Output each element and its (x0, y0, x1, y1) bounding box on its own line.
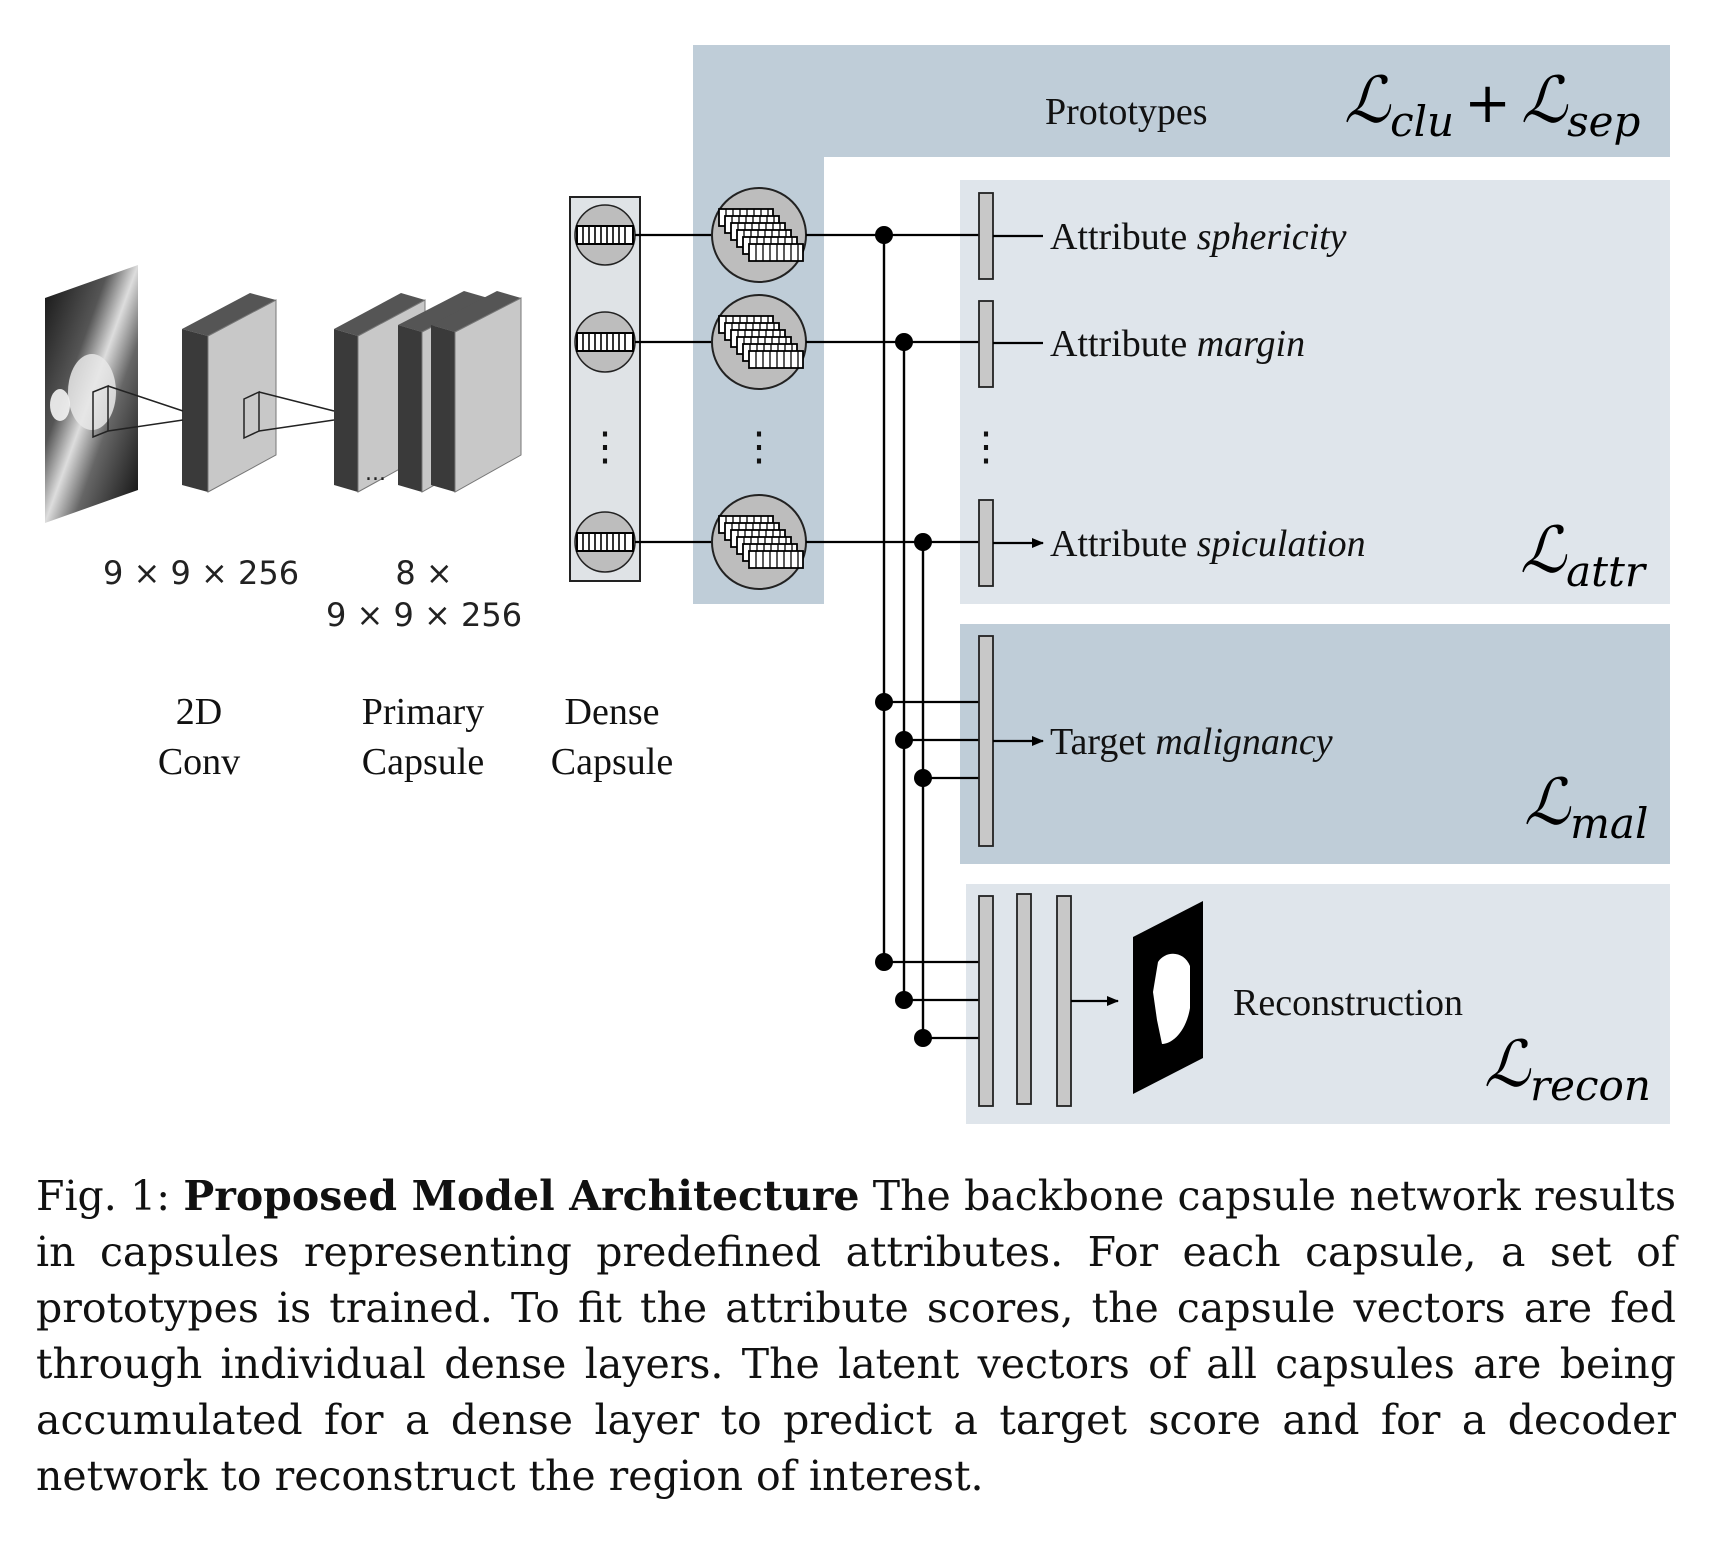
capsule-connectors (635, 233, 713, 544)
primary-dims-line1: 8 × (395, 554, 452, 592)
decoder-feeds (884, 960, 979, 1040)
primary-ellipsis: ... (365, 461, 386, 486)
attribute-panel (960, 180, 1670, 604)
dense-name-line2: Capsule (551, 741, 673, 783)
attribute-margin-label: Attribute margin (1050, 323, 1305, 365)
prototype-vdots: ⋮ (739, 424, 779, 469)
prototypes-label: Prototypes (1045, 91, 1208, 133)
caption-prefix: Fig. 1: (36, 1172, 184, 1220)
target-malignancy-label: Target malignancy (1050, 721, 1333, 763)
primary-name-line2: Capsule (362, 741, 484, 783)
target-feeds (884, 700, 979, 780)
conv-name-line2: Conv (158, 741, 240, 783)
conv-name-line1: 2D (176, 691, 222, 733)
bus-lines (882, 235, 925, 1038)
reconstruction-image (1133, 901, 1203, 1094)
prototype-stacks: ⋮ (712, 188, 806, 589)
target-dense-layer (978, 635, 994, 847)
decoder-layers (978, 893, 1072, 1107)
attribute-arrows (993, 234, 1043, 543)
dense-name-line1: Dense (565, 691, 660, 733)
primary-dims-line2: 9 × 9 × 256 (326, 596, 522, 634)
loss-mal: ℒmal (1524, 766, 1648, 848)
dense-vdots: ⋮ (585, 424, 625, 469)
loss-attr: ℒattr (1520, 514, 1648, 596)
caption-body: The backbone capsule network results in … (36, 1172, 1676, 1500)
attribute-spiculation-label: Attribute spiculation (1050, 523, 1366, 565)
dense-capsule-column: ⋮ (569, 196, 641, 582)
attribute-vdots: ⋮ (966, 424, 1006, 469)
loss-recon: ℒrecon (1484, 1028, 1651, 1110)
architecture-diagram: ... ⋮ ⋮ (45, 45, 1670, 1124)
caption-title: Proposed Model Architecture (183, 1172, 860, 1220)
figure-caption: Fig. 1: Proposed Model Architecture The … (36, 1168, 1676, 1504)
primary-name-line1: Primary (362, 691, 484, 733)
conv-dims-label: 9 × 9 × 256 (103, 554, 299, 592)
attribute-sphericity-label: Attribute sphericity (1050, 216, 1347, 258)
reconstruction-label: Reconstruction (1233, 982, 1463, 1024)
primary-capsule-layers: ... (334, 291, 522, 493)
attribute-feeds (806, 233, 979, 544)
loss-clu-sep: ℒclu+ℒsep (1344, 64, 1640, 146)
input-ct-patch (45, 265, 138, 523)
target-panel (960, 624, 1670, 864)
conv-layer (107, 293, 335, 493)
reconstruction-panel (966, 884, 1670, 1124)
